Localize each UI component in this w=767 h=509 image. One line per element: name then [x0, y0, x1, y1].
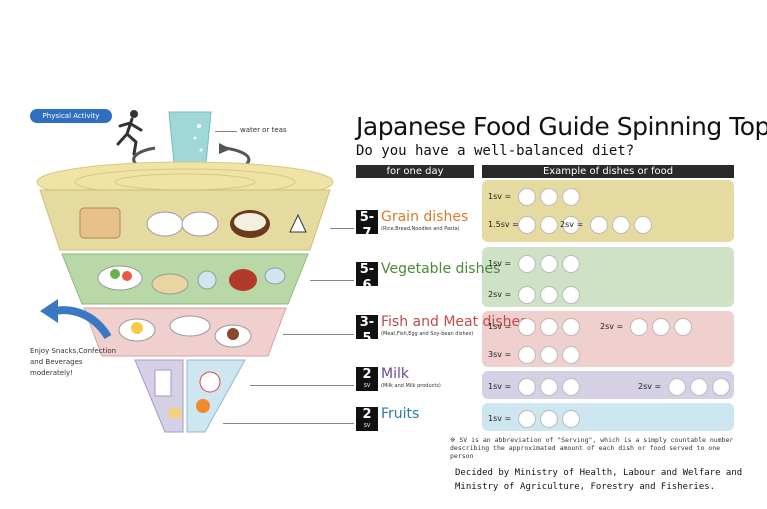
dish-icon: [562, 346, 580, 364]
sv-count: 2: [362, 367, 372, 382]
category-name-3: Milk: [381, 366, 409, 382]
category-name-0: Grain dishes: [381, 209, 469, 225]
dish-icon: [668, 378, 686, 396]
dish-icon: [540, 286, 558, 304]
page-subtitle: Do you have a well-balanced diet?: [356, 143, 635, 159]
category-name-2: Fish and Meat dishes: [381, 314, 528, 330]
physical-activity-badge: Physical Activity: [30, 109, 112, 123]
dish-icon: [562, 410, 580, 428]
dish-icon: [562, 255, 580, 273]
sv-unit: SV: [363, 383, 371, 389]
sv-count: 2: [362, 407, 372, 422]
dish-icon: [518, 346, 536, 364]
dish-icon: [562, 318, 580, 336]
leader-line-4: [223, 423, 354, 424]
dish-icon: [540, 346, 558, 364]
serving-label: 3sv =: [488, 350, 512, 359]
sv-count: 5-6: [359, 262, 375, 293]
dish-icon: [562, 286, 580, 304]
header-examples: Example of dishes or food: [482, 165, 734, 178]
serving-note: ※ SV is an abbreviation of "Serving", wh…: [450, 436, 734, 460]
serving-label: 1sv =: [488, 414, 512, 423]
category-sub-3: (Milk and Milk products): [381, 383, 441, 389]
snacks-note: Enjoy Snacks,Confection and Beverages mo…: [30, 347, 117, 377]
dish-icon: [540, 216, 558, 234]
dish-icon: [562, 378, 580, 396]
dish-icon: [518, 188, 536, 206]
serving-label: 1sv =: [488, 259, 512, 268]
dish-icon: [712, 378, 730, 396]
runner-icon: [116, 110, 143, 156]
sv-unit: SV: [363, 347, 371, 353]
water-label: water or teas: [240, 126, 287, 134]
dish-icon: [518, 286, 536, 304]
sv-unit: SV: [363, 423, 371, 429]
spinning-top-diagram: [36, 161, 334, 433]
serving-label: 1sv =: [488, 382, 512, 391]
category-sub-0: (Rice,Bread,Noodles and Pasta): [381, 226, 460, 232]
sv-unit: SV: [363, 294, 371, 300]
dish-icon: [540, 378, 558, 396]
page-title: Japanese Food Guide Spinning Top: [356, 112, 767, 141]
serving-label: 1sv =: [488, 322, 512, 331]
header-per-day: for one day: [356, 165, 474, 178]
dish-icon: [612, 216, 630, 234]
dish-icon: [518, 378, 536, 396]
dish-icon: [518, 255, 536, 273]
dish-icon: [690, 378, 708, 396]
category-name-1: Vegetable dishes: [381, 261, 501, 277]
serving-label: 1.5sv =: [488, 220, 519, 229]
dish-icon: [518, 216, 536, 234]
dish-icon: [634, 216, 652, 234]
leader-line-1: [310, 280, 354, 281]
serving-label: 2sv =: [600, 322, 624, 331]
dish-icon: [630, 318, 648, 336]
serving-label: 1sv =: [488, 192, 512, 201]
dish-icon: [562, 188, 580, 206]
footer-line-1: Decided by Ministry of Health, Labour an…: [455, 468, 743, 478]
leader-line-2: [283, 334, 354, 335]
dish-icon: [540, 318, 558, 336]
fruits-band: [186, 359, 246, 433]
dish-icon: [590, 216, 608, 234]
dish-icon: [674, 318, 692, 336]
dish-icon: [540, 188, 558, 206]
dish-icon: [540, 255, 558, 273]
serving-label: 2sv =: [560, 220, 584, 229]
sv-count: 5-7: [359, 210, 375, 241]
dish-icon: [518, 318, 536, 336]
leader-line-0: [330, 228, 354, 229]
category-name-4: Fruits: [381, 406, 420, 422]
serving-label: 2sv =: [638, 382, 662, 391]
serving-label: 2sv =: [488, 290, 512, 299]
dish-icon: [562, 216, 580, 234]
category-sub-2: (Meat,Fish,Egg and Soy-bean dishes): [381, 331, 474, 337]
example-panel-0: [482, 180, 734, 242]
snacks-arrow-icon: [40, 299, 112, 340]
dish-icon: [518, 410, 536, 428]
water-leader-line: [215, 131, 237, 132]
sv-count: 3-5: [359, 315, 375, 346]
dish-icon: [540, 410, 558, 428]
leader-line-3: [250, 385, 354, 386]
footer-line-2: Ministry of Agriculture, Forestry and Fi…: [455, 482, 716, 492]
dish-icon: [652, 318, 670, 336]
sv-unit: SV: [363, 242, 371, 248]
